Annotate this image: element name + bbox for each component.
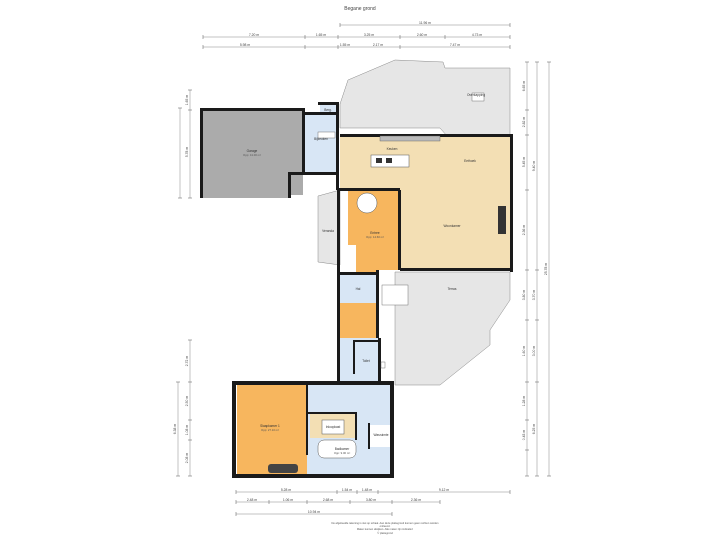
- left-dimensions: 1.65 m 5.78 m 2.72 m 2.50 m 1.08 m 2.08 …: [173, 89, 192, 477]
- eethoek-label: Eethoek: [464, 159, 476, 163]
- slaapkamer-area: Opp: 27.10 m²: [261, 428, 279, 432]
- terras-area: [394, 271, 511, 386]
- page-title: Begane grond: [344, 6, 376, 12]
- dim-right-g: 1.28 m: [522, 396, 526, 407]
- badkamer-label: Badkamer: [335, 447, 350, 451]
- dim-top1-b: 1.65 m: [316, 33, 327, 37]
- slaapkamer-label: Slaapkamer 1: [260, 424, 280, 428]
- keuken-label: Keuken: [387, 147, 398, 151]
- inloopkast-label: Inloopkast: [326, 425, 341, 429]
- garage-label: Garage: [247, 149, 258, 153]
- garage-area: Opp: 41.00 m²: [243, 153, 261, 157]
- dim-left-lower-a: 2.72 m: [185, 356, 189, 367]
- dim-bottom1-c: 1.48 m: [362, 488, 373, 492]
- entree-area: Opp: 14.60 m²: [366, 235, 384, 239]
- dim-right-b: 2.82 m: [522, 117, 526, 128]
- overkapping-label: Overkapping: [467, 93, 485, 97]
- lower-corridor: [340, 338, 380, 383]
- dim-bottom-overall: 10.94 m: [308, 510, 320, 514]
- dim-left-lower-c: 1.08 m: [185, 425, 189, 436]
- bottom-dimensions: 5.28 m 1.54 m 1.48 m 9.12 m 2.48 m 1.06 …: [235, 488, 511, 516]
- dim-left-lower-d: 2.08 m: [185, 453, 189, 464]
- bathtub: [317, 439, 357, 459]
- dim-right-a: 6.65 m: [522, 81, 526, 92]
- hal-cabinet: [381, 284, 409, 306]
- disclaimer: De afgebeelde tekening is niet op schaal…: [330, 522, 440, 535]
- dim-left-upper-a: 1.65 m: [185, 95, 189, 106]
- dim-top2-a: 5.98 m: [240, 43, 251, 47]
- dim-bottom2-d: 3.80 m: [366, 498, 377, 502]
- fireplace: [498, 206, 506, 234]
- dim-top2-c: 2.17 m: [373, 43, 384, 47]
- dim-right-mid-c: 3.00 m: [532, 346, 536, 357]
- dim-top1-c: 3.25 m: [364, 33, 375, 37]
- dim-bottom2-b: 1.06 m: [283, 498, 294, 502]
- dim-top1-e: 4.73 m: [472, 33, 483, 37]
- badkamer-area: Opp: 9.00 m²: [334, 451, 350, 455]
- keuken-floor: [340, 135, 510, 190]
- garage-door-strip: [203, 195, 288, 198]
- hal-label: Hal: [356, 287, 361, 291]
- dim-right-h: 0.43 m: [522, 430, 526, 441]
- disclaimer-line-3: © plattegrond: [377, 531, 393, 535]
- dim-left-lower-b: 2.50 m: [185, 396, 189, 407]
- dim-bottom1-d: 9.12 m: [439, 488, 450, 492]
- dim-bottom1-a: 5.28 m: [281, 488, 292, 492]
- staircase: [356, 192, 378, 214]
- dim-bottom2-a: 2.48 m: [247, 498, 258, 502]
- dim-right-mid-b: 3.70 m: [532, 290, 536, 301]
- terras-label: Terras: [448, 287, 457, 291]
- dim-bottom1-b: 1.54 m: [342, 488, 353, 492]
- kitchen-island: [370, 154, 410, 168]
- bijkeuken-floor: [304, 115, 336, 172]
- slaapkamer-floor: [237, 385, 307, 475]
- dim-bottom2-c: 2.68 m: [323, 498, 334, 502]
- dim-top-overall: 11.96 m: [419, 21, 431, 25]
- dim-top1-a: 7.20 m: [249, 33, 260, 37]
- dim-right-f: 1.60 m: [522, 346, 526, 357]
- bijkeuken-counter: [317, 131, 336, 139]
- dim-left-upper-b: 5.78 m: [185, 147, 189, 158]
- berging-label: Berg.: [324, 108, 332, 112]
- toilet-label: Toilet: [362, 359, 370, 363]
- entree-label: Entree: [370, 231, 380, 235]
- bed: [268, 464, 298, 473]
- dim-right-c: 5.45 m: [522, 157, 526, 168]
- disclaimer-line-1: De afgebeelde tekening is niet op schaal…: [331, 522, 439, 529]
- wasruimte-floor: [370, 425, 392, 447]
- top-dimensions: 11.96 m 7.20 m 1.65 m 3.25 m 2.60 m 4.73…: [202, 21, 511, 49]
- walkin-wardrobe: [321, 419, 345, 435]
- dim-bottom2-e: 2.36 m: [411, 498, 422, 502]
- dim-top2-d: 7.47 m: [450, 43, 461, 47]
- right-dimensions: 6.65 m 2.82 m 5.45 m 2.36 m 3.80 m 1.60 …: [522, 61, 551, 477]
- woonkamer-floor: [400, 190, 510, 270]
- exterior-walls: [200, 102, 513, 478]
- garage-floor: [203, 110, 303, 195]
- woonkamer-label: Woonkamer: [443, 224, 461, 228]
- dim-left-lower-total: 6.38 m: [173, 424, 177, 435]
- bijkeuken-label: Bijkeuken: [314, 137, 328, 141]
- dim-top1-d: 2.60 m: [417, 33, 428, 37]
- hal-floor: [340, 275, 378, 303]
- dim-right-mid-d: 6.25 m: [532, 424, 536, 435]
- kitchen-counter: [379, 135, 441, 142]
- dim-right-overall: 25.78 m: [544, 263, 548, 275]
- dim-right-e: 3.80 m: [522, 290, 526, 301]
- toilet-fixture: [380, 361, 386, 369]
- disclaimer-line-2: Maten kunnen afwijken. Alle maten zijn i…: [356, 528, 414, 532]
- dim-right-d: 2.36 m: [522, 225, 526, 236]
- veranda-area: [317, 189, 341, 266]
- overkapping-area: [339, 59, 511, 137]
- dim-top2-b: 1.55 m: [340, 43, 351, 47]
- wasruimte-label: Wasruimte: [373, 433, 388, 437]
- dim-right-mid-a: 9.40 m: [532, 161, 536, 172]
- veranda-label: Veranda: [322, 229, 334, 233]
- overkapping-table: [471, 92, 485, 102]
